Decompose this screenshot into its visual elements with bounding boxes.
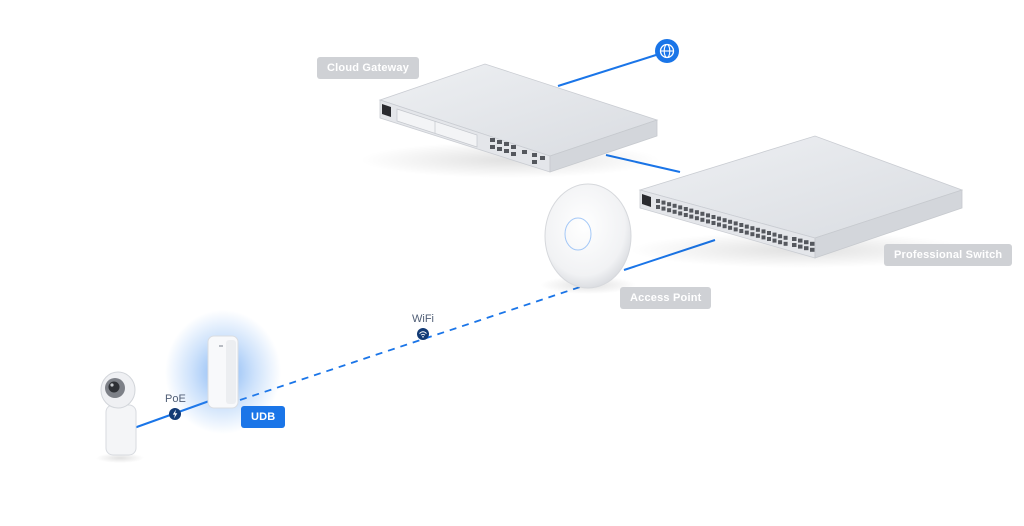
wifi-icon (417, 328, 429, 340)
udb-device[interactable] (165, 310, 281, 434)
switch-port (767, 231, 771, 235)
switch-port (689, 214, 694, 219)
switch-port (667, 208, 672, 213)
cloud-gateway-label: Cloud Gateway (317, 57, 420, 79)
switch-sfp-port (804, 240, 809, 245)
switch-port (778, 234, 783, 239)
switch-port (711, 215, 716, 219)
switch-port (728, 225, 733, 230)
switch-port (711, 221, 716, 225)
switch-port (783, 235, 788, 240)
switch-sfp-port (792, 237, 797, 241)
globe-icon[interactable] (655, 39, 679, 63)
switch-sfp-port (804, 246, 809, 251)
link-gateway-internet (557, 54, 657, 87)
switch-port (694, 210, 699, 215)
udb-label: UDB (241, 406, 286, 428)
bolt-icon (169, 408, 181, 420)
switch-port (772, 232, 777, 237)
switch-port (744, 230, 749, 235)
switch-port (772, 238, 777, 243)
professional-switch-device[interactable] (630, 135, 970, 268)
switch-port (683, 207, 688, 211)
switch-sfp-port (798, 238, 803, 243)
switch-port (656, 199, 660, 203)
camera-device[interactable] (96, 371, 144, 463)
switch-port (667, 202, 672, 207)
switch-sfp-port (792, 243, 797, 247)
switch-port (728, 219, 733, 224)
switch-port (778, 240, 783, 245)
wifi-link-label: WiFi (412, 313, 434, 325)
cloud-gateway-device[interactable] (360, 63, 660, 178)
switch-sfp-port (810, 247, 815, 252)
switch-port (722, 218, 727, 223)
switch-port (689, 208, 694, 213)
switch-port (661, 200, 666, 205)
access-point-label: Access Point (620, 287, 712, 309)
switch-port (678, 211, 683, 216)
switch-port (700, 211, 705, 216)
access-point-device[interactable] (540, 183, 636, 294)
switch-port (761, 235, 766, 240)
switch-port (683, 213, 688, 217)
switch-port (750, 226, 755, 231)
switch-port (706, 213, 710, 218)
switch-port (767, 237, 771, 241)
switch-port (783, 241, 788, 246)
switch-port (755, 227, 760, 232)
switch-port (722, 224, 727, 229)
poe-link-label: PoE (165, 393, 186, 405)
switch-port (656, 205, 660, 209)
switch-port (672, 209, 677, 214)
switch-port (700, 217, 705, 222)
switch-port (661, 206, 666, 211)
switch-port (761, 229, 766, 234)
link-wifi-udb-access-point (239, 286, 581, 401)
switch-port (672, 203, 677, 208)
switch-port (733, 227, 738, 232)
switch-port (750, 232, 755, 237)
switch-port (717, 216, 721, 221)
switch-port (744, 224, 749, 229)
switch-port (739, 223, 744, 227)
switch-port (706, 219, 710, 224)
switch-port (733, 221, 738, 226)
switch-port (739, 229, 744, 233)
switch-port (717, 222, 721, 227)
professional-switch-label: Professional Switch (884, 244, 1013, 266)
switch-port (694, 216, 699, 221)
switch-sfp-port (798, 244, 803, 249)
switch-port (755, 233, 760, 238)
switch-port (678, 205, 683, 210)
switch-sfp-port (810, 241, 815, 246)
